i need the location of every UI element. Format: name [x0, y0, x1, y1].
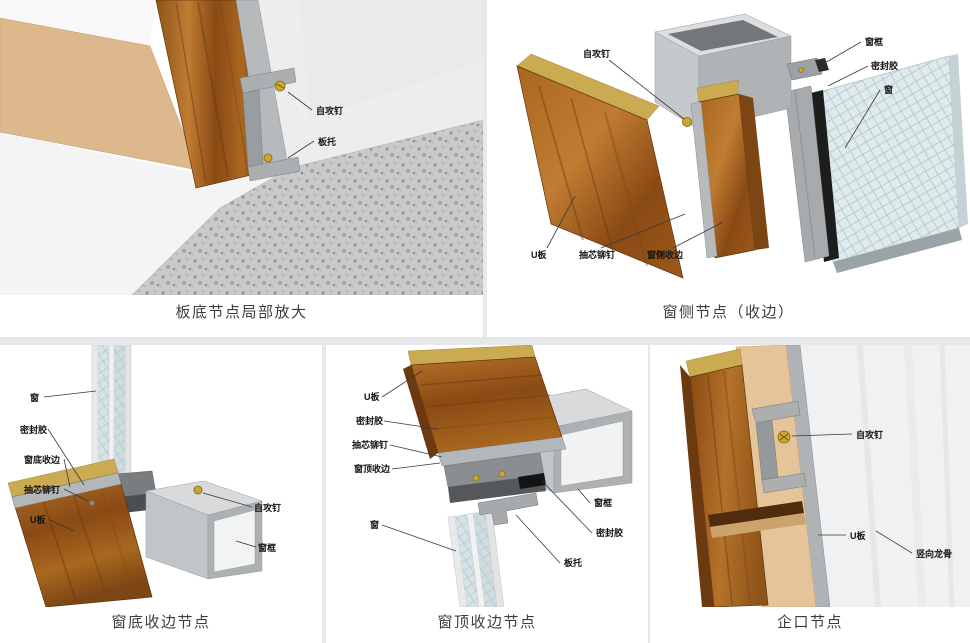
label-sealant-2: 密封胶: [595, 527, 623, 538]
window-glass-pane: [818, 54, 968, 273]
illustration-tongue-groove: 自攻钉 U板 竖向龙骨: [650, 345, 970, 607]
panel-caption: 板底节点局部放大: [175, 304, 308, 321]
self-tapping-screw-icon: [682, 117, 692, 127]
panel-window-bottom-trim-node: 窗 密封胶 窗底收边 抽芯铆钉 U板 自攻钉 窗框 窗底收边节点: [0, 345, 322, 643]
label-blind-rivet: 抽芯铆钉: [352, 439, 388, 450]
board-support-bracket: [477, 492, 539, 526]
blind-rivet-icon: [89, 500, 95, 506]
window-frame: [443, 452, 546, 503]
panel-board-bottom-detail: 自攻钉 板托 板底节点局部放大: [0, 0, 483, 337]
label-window-side-trim: 窗侧收边: [647, 249, 684, 260]
tongue-groove-joint: [708, 501, 806, 538]
wood-panel: [403, 345, 563, 459]
window-frame-detail: [786, 57, 829, 81]
metal-box-frame: [145, 480, 263, 580]
label-u-board: U板: [531, 249, 547, 260]
support-bracket: [751, 400, 807, 494]
leader-lines: [287, 91, 315, 159]
screw-icon: [498, 470, 506, 478]
label-sealant: 密封胶: [355, 415, 383, 426]
window-top-trim: [437, 436, 567, 467]
wood-wall-panel: [516, 53, 684, 279]
label-window: 窗: [884, 84, 893, 95]
label-window-bottom-trim: 窗底收边: [24, 454, 61, 465]
screw-icon: [472, 474, 480, 482]
label-self-tapping-screw: 自攻钉: [583, 48, 610, 59]
wood-panel: [680, 348, 769, 607]
metal-box-column: [654, 13, 792, 131]
aluminum-mullion: [784, 85, 830, 263]
leader-lines: [546, 41, 881, 249]
label-self-tapping-screw: 自攻钉: [316, 105, 343, 116]
panel-caption: 企口节点: [776, 614, 843, 631]
label-self-tapping-screw: 自攻钉: [856, 429, 883, 440]
window-glass: [91, 345, 132, 480]
label-self-tapping-screw: 自攻钉: [254, 502, 281, 513]
ceiling-plane: [0, 0, 156, 46]
label-window: 窗: [30, 392, 39, 403]
label-window-frame: 窗框: [258, 542, 276, 553]
label-blind-rivet: 抽芯铆钉: [24, 484, 60, 495]
illustration-window-bottom-trim: 窗 密封胶 窗底收边 抽芯铆钉 U板 自攻钉 窗框: [0, 345, 322, 607]
illustration-window-top-trim: U板 密封胶 抽芯铆钉 窗顶收边 窗 窗框 密封胶 板托: [326, 345, 648, 607]
window-side-trim-column: [690, 79, 769, 259]
leader-lines: [791, 433, 913, 554]
label-u-board: U板: [364, 391, 380, 402]
panel-tongue-groove-node: 自攻钉 U板 竖向龙骨 企口节点: [650, 345, 970, 643]
label-board-support: 板托: [564, 557, 582, 568]
illustration-window-side-node: 自攻钉 窗框 密封胶 窗 U板 抽芯铆钉 窗侧收边: [487, 0, 970, 295]
self-tapping-screw-icon: [777, 430, 791, 444]
label-sealant: 密封胶: [19, 424, 47, 435]
label-window: 窗: [370, 519, 379, 530]
label-window-frame: 窗框: [594, 497, 612, 508]
leader-lines: [43, 390, 257, 548]
label-u-board: U板: [850, 530, 866, 541]
label-vertical-keel: 竖向龙骨: [916, 548, 952, 559]
sealant-strip: [518, 473, 546, 489]
illustration-board-bottom-detail: 自攻钉 板托: [0, 0, 483, 295]
panel-window-side-node: 自攻钉 窗框 密封胶 窗 U板 抽芯铆钉 窗侧收边 窗侧节点（收边）: [487, 0, 970, 337]
panel-window-top-trim-node: U板 密封胶 抽芯铆钉 窗顶收边 窗 窗框 密封胶 板托 窗顶收边节点: [326, 345, 648, 643]
panel-caption: 窗顶收边节点: [437, 614, 537, 631]
label-window-top-trim: 窗顶收边: [354, 463, 391, 474]
concrete-floor: [131, 119, 483, 295]
panel-caption: 窗底收边节点: [111, 614, 211, 631]
wall-panel: [798, 345, 970, 607]
self-tapping-screw-icon: [263, 80, 286, 163]
label-u-board: U板: [30, 514, 46, 525]
self-tapping-screw-icon: [193, 485, 203, 495]
label-board-support: 板托: [318, 136, 336, 147]
window-glass: [447, 509, 505, 607]
label-sealant: 密封胶: [870, 60, 898, 71]
wall: [252, 0, 483, 168]
leader-lines: [381, 370, 593, 564]
panel-caption: 窗侧节点（收边）: [662, 304, 795, 321]
label-blind-rivet: 抽芯铆钉: [579, 249, 615, 260]
board-support-bracket: [239, 67, 301, 182]
wood-panel: [7, 458, 153, 607]
label-window-frame: 窗框: [865, 36, 883, 47]
